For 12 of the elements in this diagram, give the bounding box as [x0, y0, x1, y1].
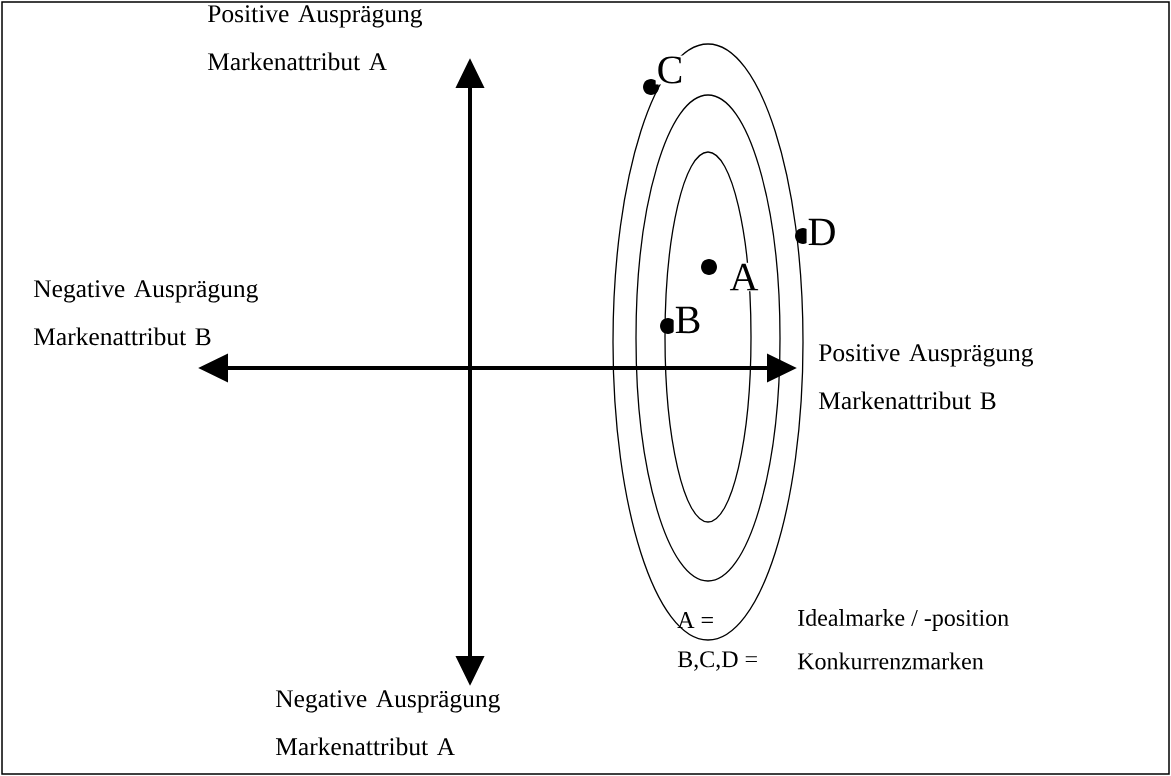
legend-text: Konkurrenzmarken [797, 652, 984, 670]
point-label: D [806, 217, 838, 247]
point-label: B [673, 305, 703, 335]
axis-label: Negative Ausprägung Markenattribut B [33, 280, 258, 346]
legend-text: B,C,D = [677, 651, 757, 671]
point-label: A [728, 262, 760, 292]
axis-label: Positive Ausprägung Markenattribut A [207, 5, 423, 71]
axis-label: Positive Ausprägung Markenattribut B [818, 344, 1034, 410]
point-label: C [655, 55, 685, 85]
legend-text: A = [677, 612, 713, 628]
legend-text: Idealmarke / -position [798, 609, 1009, 631]
axis-label: Negative Ausprägung Markenattribut A [275, 690, 500, 756]
